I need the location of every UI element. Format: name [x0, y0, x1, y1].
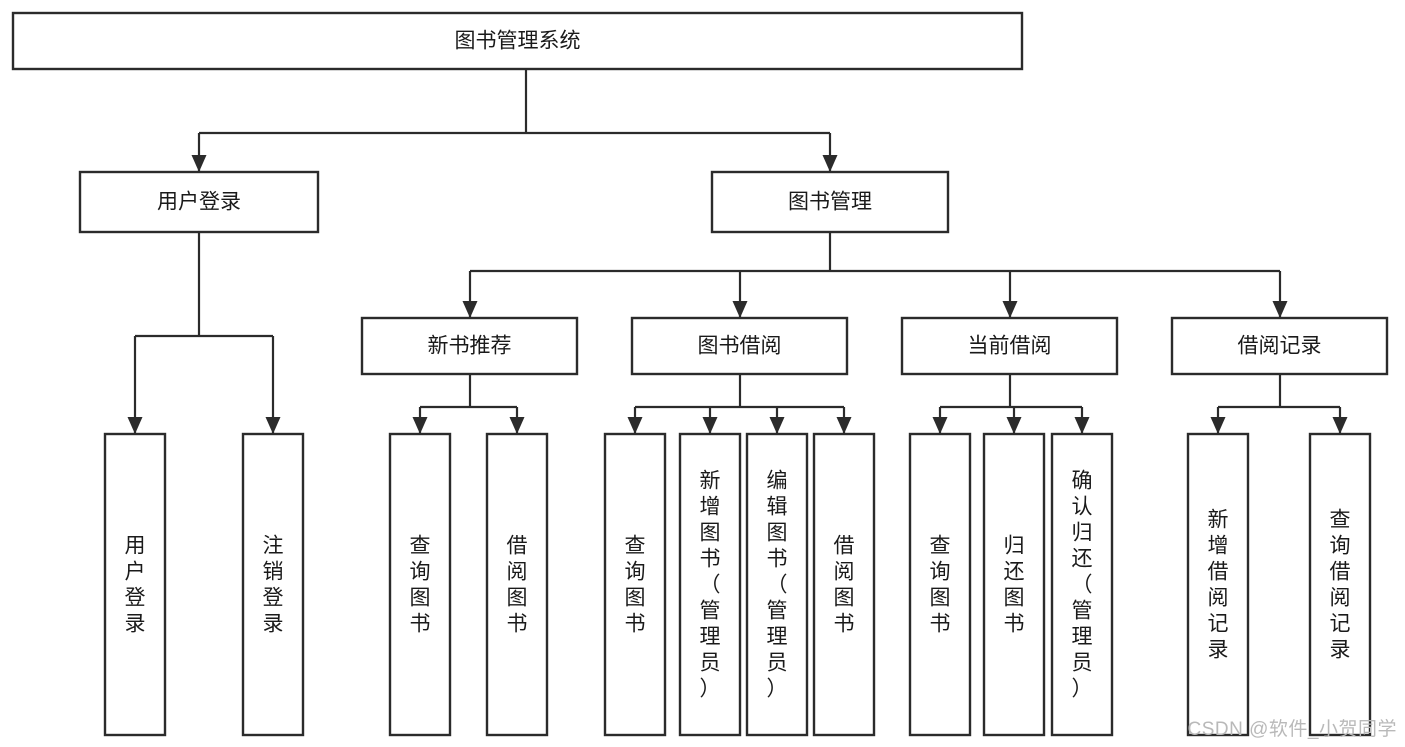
node-level2-borrow-record[interactable]: 借阅记录 — [1170, 316, 1389, 376]
arrow-head-icon — [702, 417, 718, 434]
node-label: 借阅记录 — [1238, 335, 1322, 358]
node-level2-current-borrow[interactable]: 当前借阅 — [900, 316, 1119, 376]
node-leaf-leaf-add-record[interactable]: 新增借阅记录 — [1186, 432, 1250, 737]
node-box[interactable] — [1050, 432, 1114, 737]
node-leaf-leaf-query-record[interactable]: 查询借阅记录 — [1308, 432, 1372, 737]
node-leaf-leaf-query-book-1[interactable]: 查询图书 — [388, 432, 452, 737]
arrow-head-icon — [509, 417, 525, 434]
node-box[interactable] — [900, 316, 1119, 376]
node-box[interactable] — [710, 170, 950, 234]
node-label: 借阅图书 — [507, 535, 528, 636]
node-layer: 图书管理系统用户登录图书管理新书推荐图书借阅当前借阅借阅记录用户登录注销登录查询… — [11, 11, 1389, 737]
node-label: 图书管理系统 — [455, 30, 581, 53]
arrow-head-icon — [932, 417, 948, 434]
node-level1-user-login[interactable]: 用户登录 — [78, 170, 320, 234]
connector-group-bookborrow-to-leaves — [627, 374, 852, 434]
node-box[interactable] — [241, 432, 305, 737]
node-label: 新增图书（管理员） — [700, 470, 721, 701]
node-label: 用户登录 — [125, 535, 146, 636]
node-box[interactable] — [11, 11, 1024, 71]
arrow-head-icon — [836, 417, 852, 434]
arrow-head-icon — [412, 417, 428, 434]
connector-layer — [127, 69, 1348, 434]
node-label: 图书借阅 — [698, 335, 782, 358]
node-box[interactable] — [360, 316, 579, 376]
connector-group-borrowrecord-to-leaves — [1210, 374, 1348, 434]
node-leaf-leaf-edit-book[interactable]: 编辑图书（管理员） — [745, 432, 809, 737]
node-level1-book-manage[interactable]: 图书管理 — [710, 170, 950, 234]
connector-group-userlogin-to-leaves — [127, 232, 281, 434]
arrow-head-icon — [1074, 417, 1090, 434]
node-label: 用户登录 — [157, 191, 241, 214]
node-label: 查询图书 — [410, 535, 431, 636]
node-label: 查询借阅记录 — [1330, 509, 1351, 662]
node-leaf-leaf-logout[interactable]: 注销登录 — [241, 432, 305, 737]
node-box[interactable] — [678, 432, 742, 737]
connector-group-currentborrow-to-leaves — [932, 374, 1090, 434]
node-label: 查询图书 — [625, 535, 646, 636]
arrow-head-icon — [1002, 301, 1018, 318]
node-box[interactable] — [908, 432, 972, 737]
node-leaf-leaf-borrow-book-2[interactable]: 借阅图书 — [812, 432, 876, 737]
arrow-head-icon — [627, 417, 643, 434]
arrow-head-icon — [265, 417, 281, 434]
arrow-head-icon — [769, 417, 785, 434]
node-label: 查询图书 — [930, 535, 951, 636]
node-leaf-leaf-query-book-3[interactable]: 查询图书 — [908, 432, 972, 737]
node-label: 新书推荐 — [428, 335, 512, 358]
node-box[interactable] — [603, 432, 667, 737]
arrow-head-icon — [822, 155, 838, 172]
node-box[interactable] — [812, 432, 876, 737]
connector-group-newbook-to-leaves — [412, 374, 525, 434]
node-label: 新增借阅记录 — [1208, 509, 1229, 662]
node-box[interactable] — [982, 432, 1046, 737]
arrow-head-icon — [1210, 417, 1226, 434]
node-leaf-leaf-borrow-book-1[interactable]: 借阅图书 — [485, 432, 549, 737]
connector-group-level1-to-level2 — [462, 232, 1288, 318]
arrow-head-icon — [191, 155, 207, 172]
node-box[interactable] — [103, 432, 167, 737]
node-box[interactable] — [485, 432, 549, 737]
node-label: 归还图书 — [1004, 535, 1025, 636]
arrow-head-icon — [732, 301, 748, 318]
arrow-head-icon — [127, 417, 143, 434]
arrow-head-icon — [1332, 417, 1348, 434]
node-box[interactable] — [78, 170, 320, 234]
watermark-text: CSDN @软件_小贺同学 — [1187, 719, 1397, 740]
node-leaf-leaf-user-login[interactable]: 用户登录 — [103, 432, 167, 737]
node-label: 图书管理 — [788, 191, 872, 214]
node-root-root[interactable]: 图书管理系统 — [11, 11, 1024, 71]
node-label: 编辑图书（管理员） — [767, 470, 788, 701]
node-box[interactable] — [1186, 432, 1250, 737]
node-leaf-leaf-confirm-return[interactable]: 确认归还（管理员） — [1050, 432, 1114, 737]
node-box[interactable] — [1308, 432, 1372, 737]
node-box[interactable] — [745, 432, 809, 737]
arrow-head-icon — [1272, 301, 1288, 318]
node-leaf-leaf-return-book[interactable]: 归还图书 — [982, 432, 1046, 737]
arrow-head-icon — [462, 301, 478, 318]
node-level2-book-borrow[interactable]: 图书借阅 — [630, 316, 849, 376]
node-label: 当前借阅 — [968, 335, 1052, 358]
connector-group-root-to-level1 — [191, 69, 838, 172]
node-level2-new-book-recommend[interactable]: 新书推荐 — [360, 316, 579, 376]
node-box[interactable] — [1170, 316, 1389, 376]
node-leaf-leaf-add-book[interactable]: 新增图书（管理员） — [678, 432, 742, 737]
node-label: 借阅图书 — [834, 535, 855, 636]
node-label: 确认归还（管理员） — [1072, 470, 1093, 701]
node-leaf-leaf-query-book-2[interactable]: 查询图书 — [603, 432, 667, 737]
node-box[interactable] — [630, 316, 849, 376]
arrow-head-icon — [1006, 417, 1022, 434]
node-label: 注销登录 — [263, 535, 284, 636]
node-box[interactable] — [388, 432, 452, 737]
